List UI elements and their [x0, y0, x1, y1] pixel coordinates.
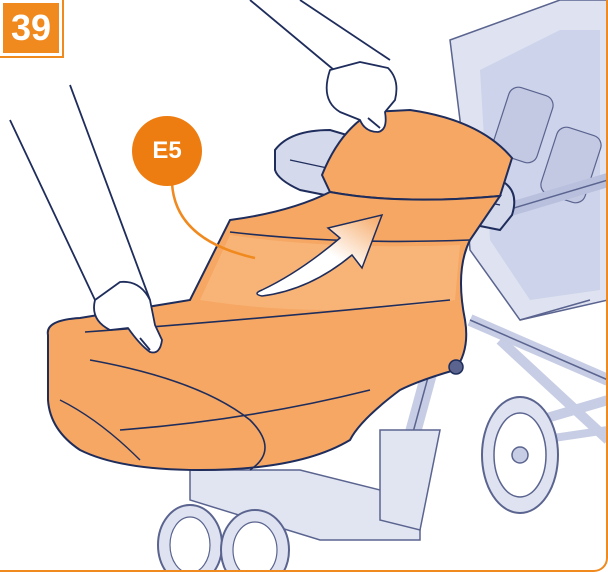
part-callout-badge: E5 [132, 116, 202, 186]
step-number-badge: 39 [0, 0, 62, 56]
left-hand [10, 85, 162, 353]
rear-wheel [482, 397, 558, 513]
right-hand [250, 0, 396, 132]
